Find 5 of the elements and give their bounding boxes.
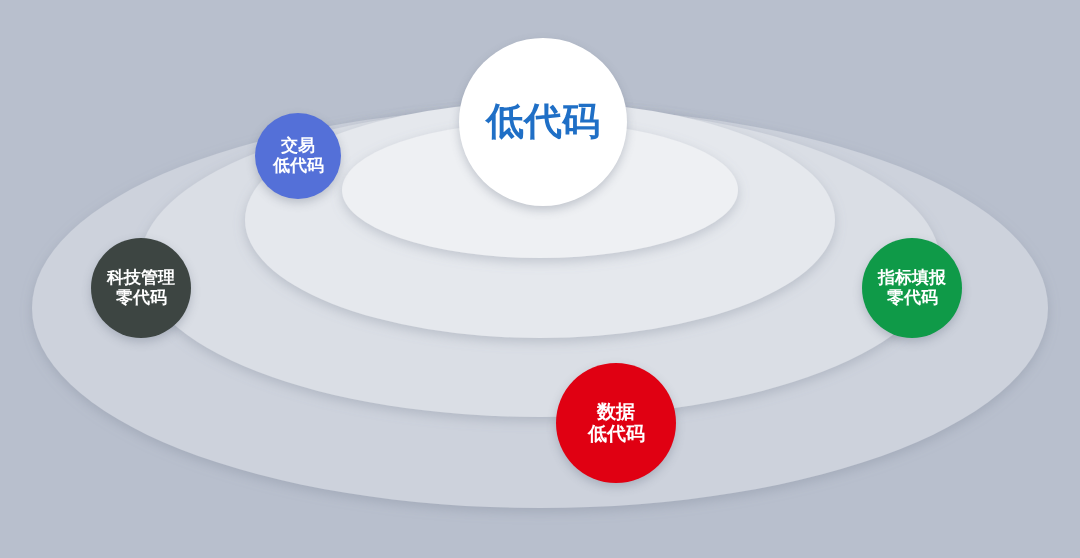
node-label: 交易低代码 <box>272 136 324 176</box>
node-label: 低代码 <box>486 100 600 144</box>
node-label: 科技管理零代码 <box>107 268 175 308</box>
node-label: 指标填报零代码 <box>878 268 946 308</box>
node-label: 数据低代码 <box>587 401 645 445</box>
